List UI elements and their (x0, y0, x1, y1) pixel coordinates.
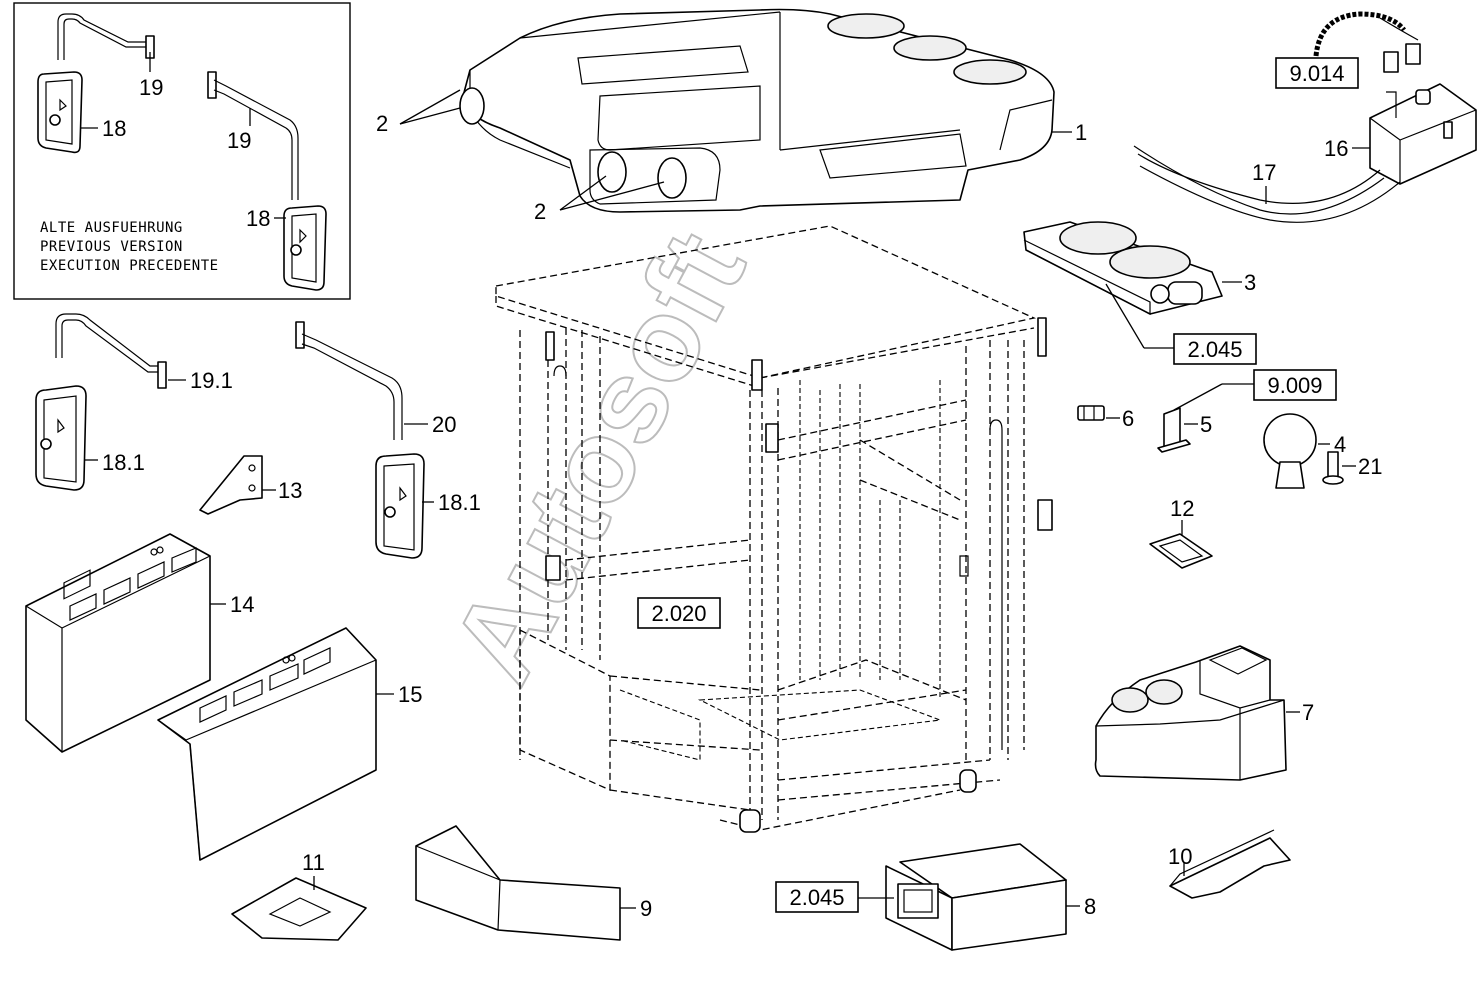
mirror-part-18-1-right (375, 453, 425, 559)
label-18-top: 18 (102, 116, 126, 141)
panel-part-9 (415, 825, 621, 941)
inset-mirror-top (37, 71, 83, 154)
label-19-top: 19 (139, 75, 163, 100)
cab-frame (495, 225, 1053, 833)
inset-note-line-2: PREVIOUS VERSION (40, 239, 183, 255)
label-10: 10 (1168, 844, 1192, 869)
label-5: 5 (1200, 412, 1212, 437)
console-part-7 (1094, 645, 1287, 781)
label-12: 12 (1170, 496, 1194, 521)
label-14: 14 (230, 592, 254, 617)
ref-2-020-text: 2.020 (651, 601, 706, 626)
washer-hose-part-17 (1133, 145, 1401, 223)
roof-panel-part-1 (459, 8, 1055, 213)
pin-part-5 (1157, 407, 1191, 453)
ref-box-2-020 (637, 597, 721, 629)
label-19-second: 19 (227, 128, 251, 153)
ref-9-014-text: 9.014 (1289, 61, 1344, 86)
mirror-arm-part-20 (295, 321, 403, 440)
mirror-part-18-1-left (35, 385, 87, 491)
box-part-8 (885, 843, 1067, 951)
clip-part-6 (1077, 405, 1105, 421)
label-3: 3 (1244, 270, 1256, 295)
washer-tank-part-16 (1369, 83, 1477, 185)
ref-box-2-045-bottom (775, 881, 859, 913)
label-15: 15 (398, 682, 422, 707)
ref-2-045-top-text: 2.045 (1187, 337, 1242, 362)
label-8: 8 (1084, 894, 1096, 919)
ref-box-9-014 (1275, 57, 1359, 89)
blower-unit-part-3 (1023, 221, 1223, 315)
label-16: 16 (1324, 136, 1348, 161)
cover-panel-part-14 (25, 533, 211, 753)
label-21: 21 (1358, 454, 1382, 479)
ref-2-045-bottom-text: 2.045 (789, 885, 844, 910)
mirror-arm-part-19-1 (55, 313, 167, 389)
label-11: 11 (302, 850, 325, 875)
ref-9-009-text: 9.009 (1267, 373, 1322, 398)
label-18-1-right: 18.1 (438, 490, 481, 515)
label-9: 9 (640, 896, 652, 921)
label-2-top: 2 (376, 111, 388, 136)
label-6: 6 (1122, 406, 1134, 431)
gasket-part-12 (1149, 533, 1213, 569)
label-18-1-left: 18.1 (102, 450, 145, 475)
label-2-bottom: 2 (534, 199, 546, 224)
inset-mirror-bottom (283, 205, 327, 291)
inset-note-line-3: EXECUTION PRECEDENTE (40, 258, 219, 274)
plate-part-11 (231, 877, 367, 941)
label-18-bottom: 18 (246, 206, 270, 231)
inset-mirror-arm-second (207, 71, 299, 200)
cover-panel-part-15 (157, 627, 377, 861)
label-20: 20 (432, 412, 456, 437)
label-4: 4 (1334, 432, 1346, 457)
label-1: 1 (1075, 120, 1087, 145)
cable-harness-9-014 (1313, 11, 1421, 73)
ref-box-2-045-top (1173, 333, 1257, 365)
previous-version-inset: ALTE AUSFUEHRUNG PREVIOUS VERSION EXECUT… (13, 2, 351, 300)
label-17: 17 (1252, 160, 1276, 185)
bracket-part-13 (199, 455, 263, 515)
label-7: 7 (1302, 700, 1314, 725)
ref-box-9-009 (1253, 369, 1337, 401)
bolt-part-21 (1322, 451, 1344, 485)
inset-note-line-1: ALTE AUSFUEHRUNG (40, 220, 183, 236)
label-19-1: 19.1 (190, 368, 233, 393)
label-13: 13 (278, 478, 302, 503)
bracket-part-10 (1169, 829, 1291, 899)
knob-part-4 (1263, 413, 1317, 489)
